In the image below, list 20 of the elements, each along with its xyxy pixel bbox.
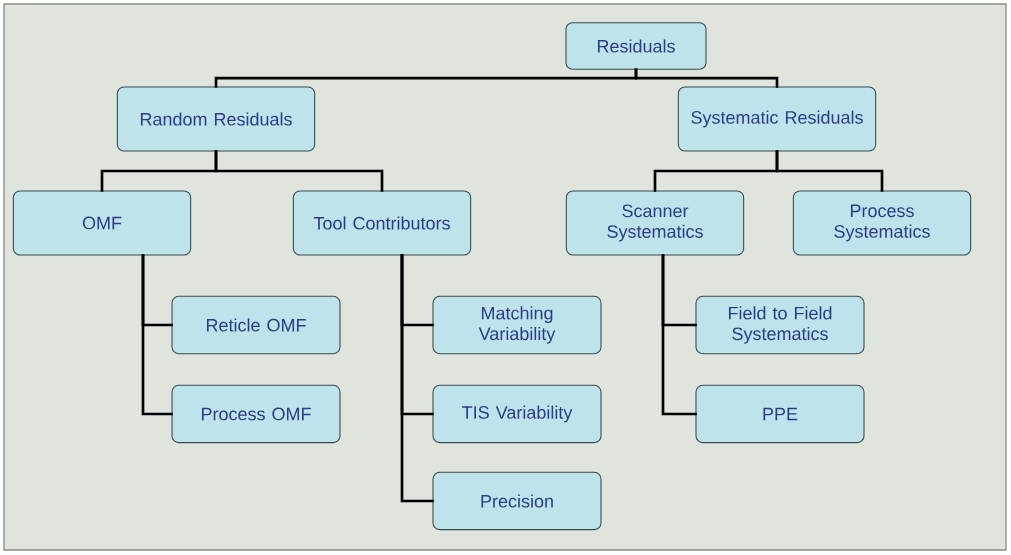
category-box: Field to Field Systematics <box>695 295 865 355</box>
connector-line <box>400 254 434 503</box>
category-box: OMF <box>12 190 192 256</box>
category-box: Tool Contributors <box>292 190 472 256</box>
category-box: Scanner Systematics <box>565 190 745 256</box>
connector-line <box>634 68 779 88</box>
category-box: Matching Variability <box>432 295 602 355</box>
connector-line <box>775 150 884 192</box>
category-box: Residuals <box>565 22 707 70</box>
connector-line <box>661 254 697 416</box>
connector-line <box>141 254 173 416</box>
category-box: Random Residuals <box>116 86 316 152</box>
category-box: Process Systematics <box>792 190 972 256</box>
category-box: Precision <box>432 471 602 531</box>
category-box: Reticle OMF <box>171 295 341 355</box>
category-box: Process OMF <box>171 384 341 444</box>
category-box: Systematic Residuals <box>677 86 877 152</box>
connector-line <box>214 150 384 192</box>
category-box: PPE <box>695 384 865 444</box>
category-box: TIS Variability <box>432 384 602 444</box>
